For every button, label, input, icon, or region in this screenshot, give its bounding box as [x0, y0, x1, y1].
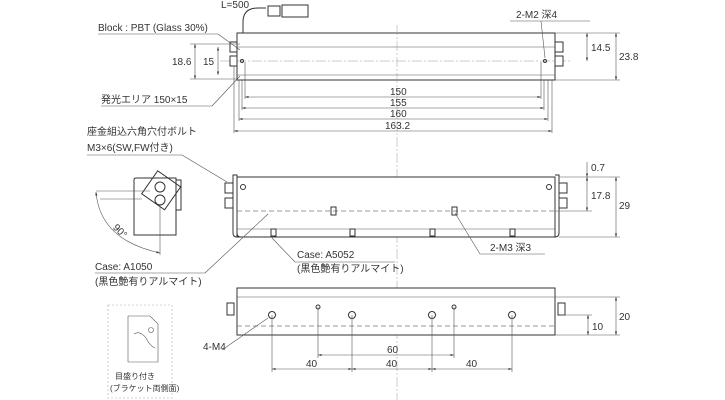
dim-40-b: 40	[386, 359, 398, 370]
scale-note-line2: (ブラケット両側面)	[110, 383, 180, 393]
top-view: L=500 Block : PBT (Glass 30%) 発光エリア 150×…	[98, 0, 639, 400]
block-material-label: Block : PBT (Glass 30%)	[98, 23, 208, 34]
dim-40-a: 40	[306, 359, 318, 370]
bolt-label-2: M3×6(SW,FW付き)	[87, 141, 173, 154]
case-a1050-label: Case: A1050	[95, 262, 153, 273]
connector-sleeve	[267, 5, 281, 17]
cable-length-label: L=500	[221, 0, 250, 11]
scale-note-line1: 目盛り付き	[115, 371, 155, 381]
angle-90-label: 90°	[110, 222, 128, 240]
scale-note: 目盛り付き (ブラケット両側面)	[107, 304, 180, 399]
dim-20: 20	[619, 312, 631, 323]
dim-23-8: 23.8	[619, 52, 639, 63]
case-a5052-label: Case: A5052	[297, 250, 355, 261]
bolt-label-1: 座金組込六角穴付ボルト	[87, 125, 197, 138]
dim-160: 160	[390, 109, 407, 120]
dim-18-6: 18.6	[172, 57, 192, 68]
side-detail: 90°	[95, 170, 182, 255]
cable	[242, 7, 266, 40]
dim-40-c: 40	[466, 359, 478, 370]
m4-hole-label: 4-M4	[203, 342, 226, 353]
bottom-view: 60 40 40 40 4-M4 20 10	[203, 287, 631, 372]
dim-15: 15	[203, 57, 215, 68]
case-a5052-finish: (黒色艶有りアルマイト)	[297, 262, 404, 275]
dim-163-2: 163.2	[385, 121, 410, 132]
dim-17-8: 17.8	[591, 191, 611, 202]
connector	[281, 4, 309, 18]
top-body	[236, 32, 556, 81]
dim-155: 155	[390, 98, 407, 109]
case-a1050-finish: (黒色艶有りアルマイト)	[95, 275, 202, 288]
dim-0-7: 0.7	[591, 163, 605, 174]
dim-14-5: 14.5	[591, 43, 611, 54]
dim-10: 10	[592, 322, 604, 333]
m3-tap-label: 2-M3 深3	[490, 242, 532, 254]
m2-tap-label: 2-M2 深4	[516, 9, 558, 21]
emit-area-label: 発光エリア 150×15	[101, 93, 188, 106]
dim-150: 150	[390, 87, 407, 98]
dim-29: 29	[619, 201, 631, 212]
dim-60: 60	[387, 345, 399, 356]
top-dims: 150 155 160 163.2 18.6 15 14.5 23.8	[172, 32, 639, 133]
scale-bracket-icon	[127, 315, 159, 363]
front-view: 座金組込六角穴付ボルト M3×6(SW,FW付き) Case: A5052 (黒…	[87, 125, 631, 288]
